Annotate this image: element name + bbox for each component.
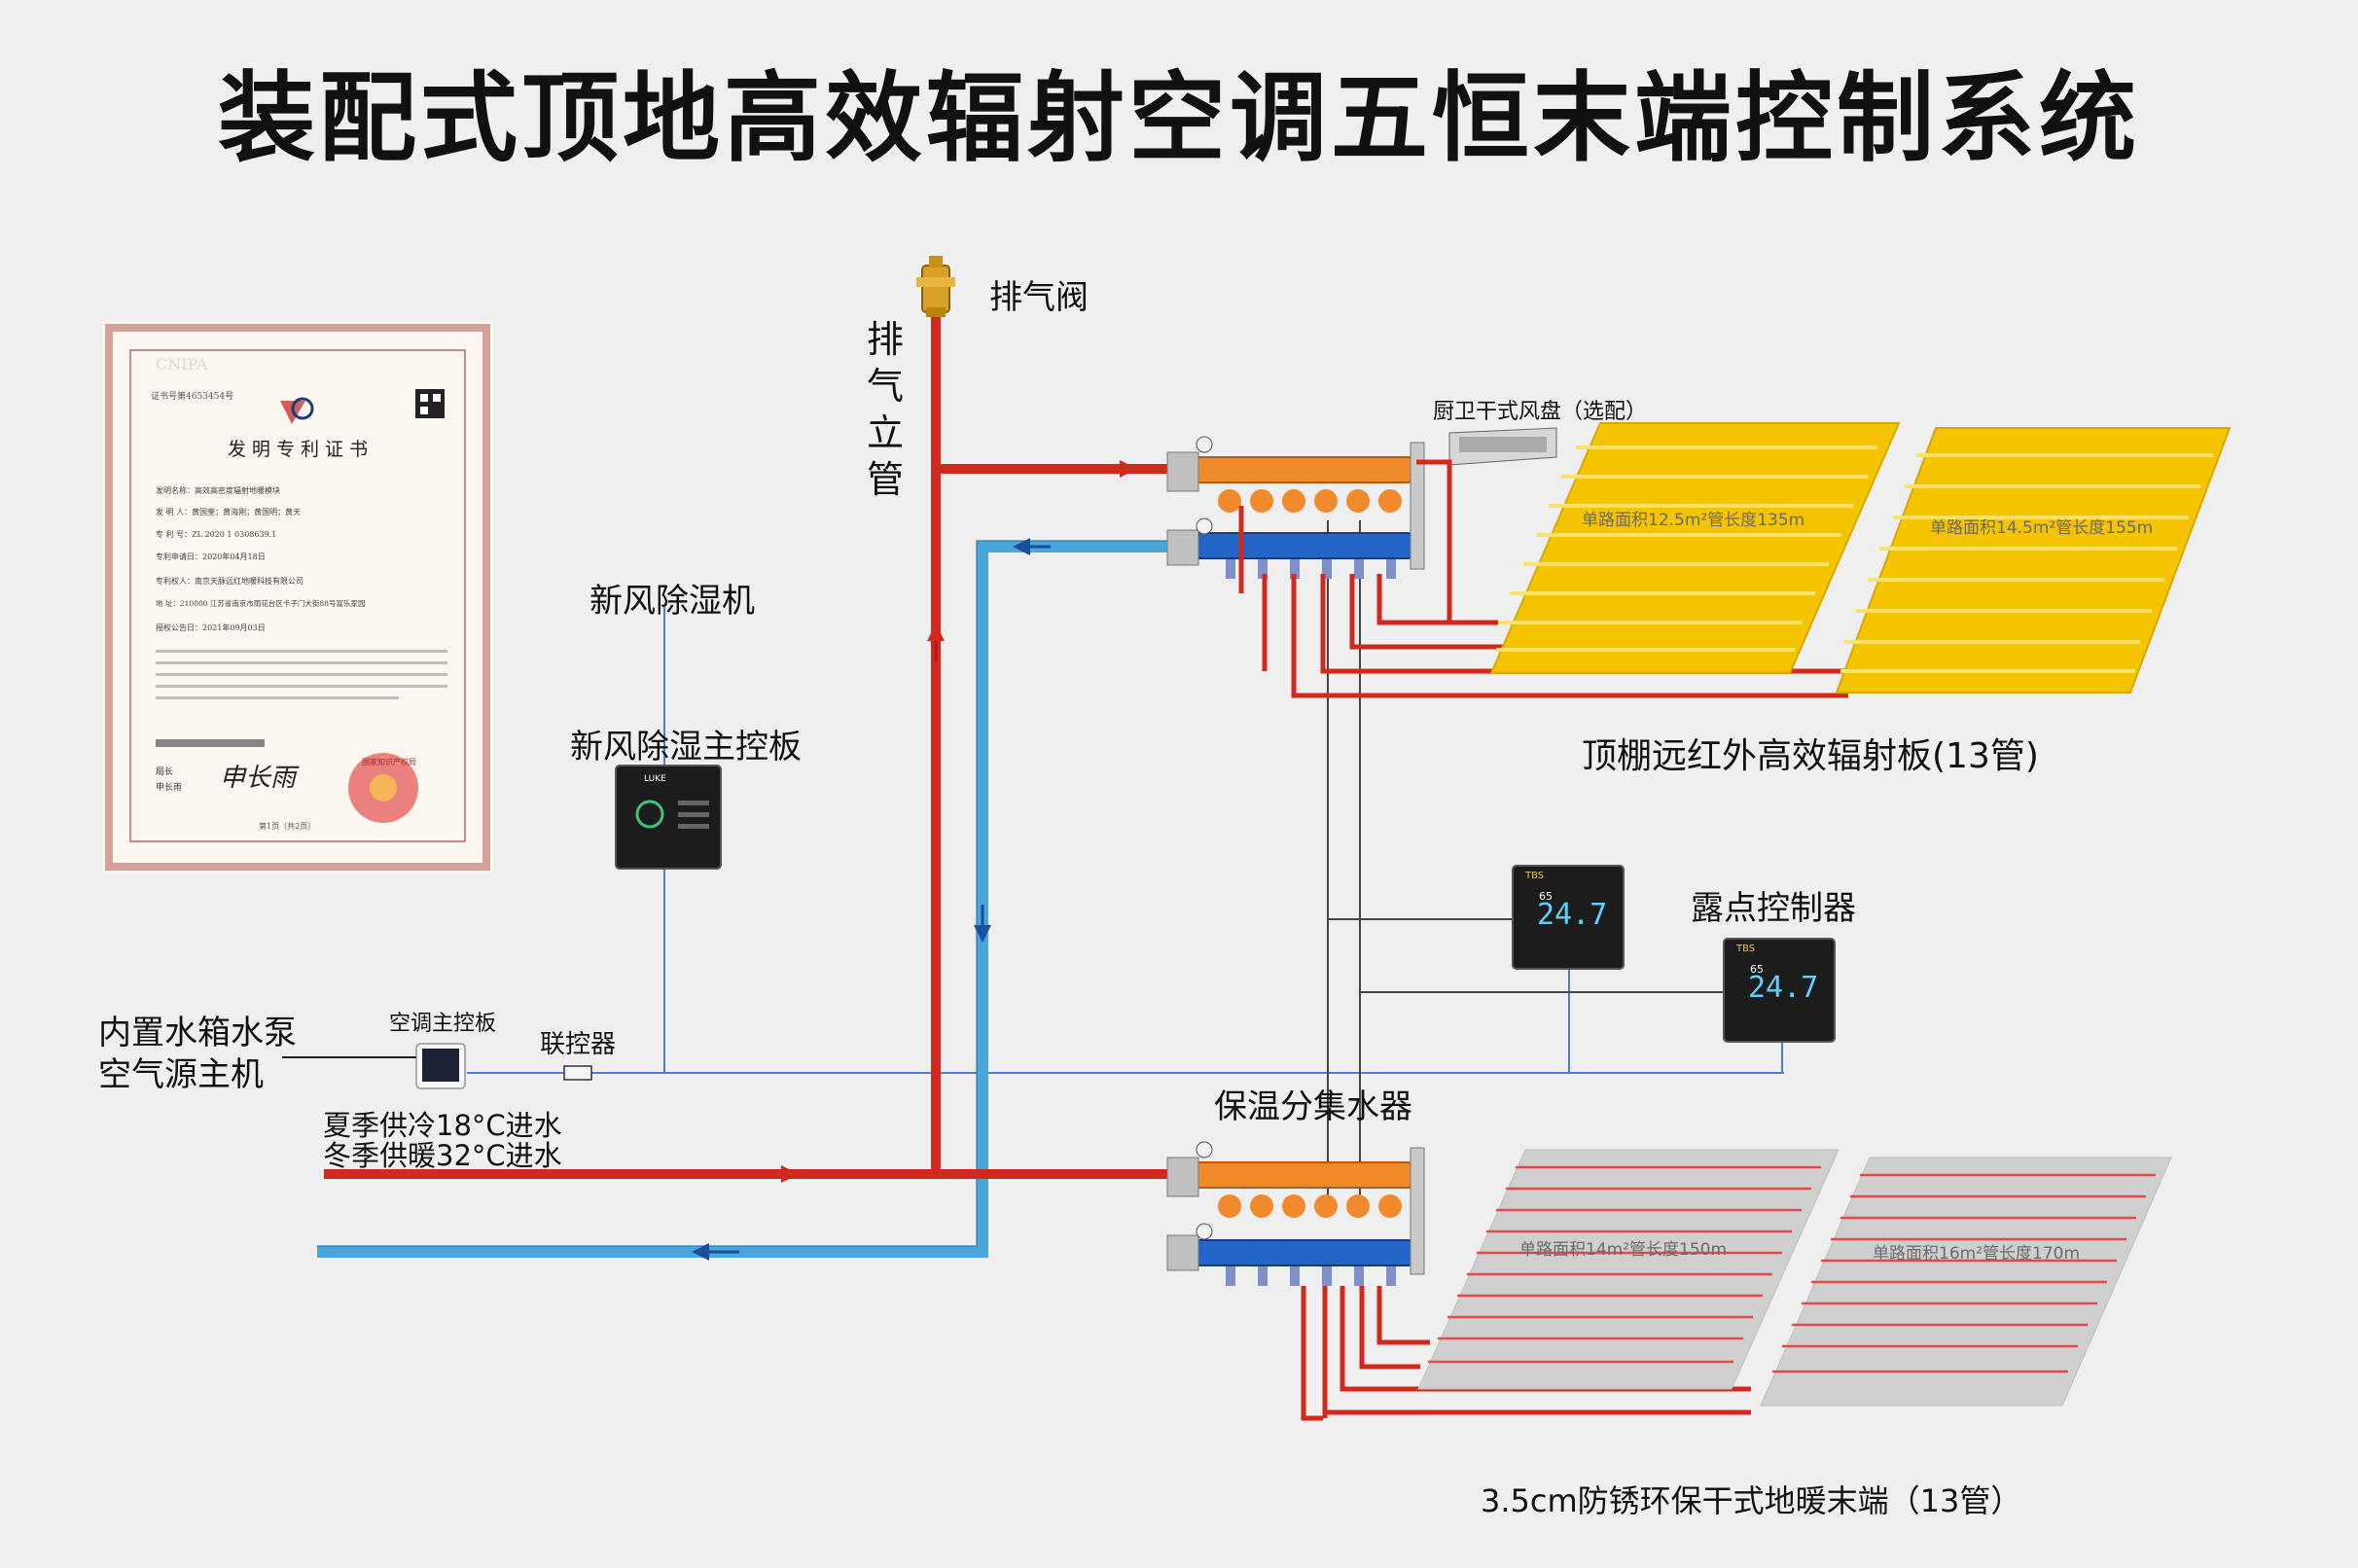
floor-heating-label: 3.5cm防锈环保干式地暖末端（13管）: [1481, 1482, 2022, 1519]
cert-holder: 专利权人：南京天脉远红地暖科技有限公司: [156, 576, 304, 586]
cert-watermark: CNIPA: [156, 355, 208, 374]
svg-text:LUKE: LUKE: [644, 774, 666, 784]
cert-invention: 发明名称：高效高密度辐射地暖模块: [156, 485, 280, 495]
floor-panel-1-label: 单路面积14m²管长度150m: [1519, 1240, 1727, 1260]
return-pipes: [317, 541, 1170, 1258]
heat-source-line2: 空气源主机: [98, 1055, 264, 1094]
insulated-manifold-label: 保温分集水器: [1214, 1087, 1412, 1126]
fresh-air-panel-device: LUKE: [615, 765, 722, 870]
svg-text:TBS: TBS: [1735, 944, 1755, 954]
winter-supply-label: 冬季供暖32°C进水: [323, 1139, 562, 1172]
thermostat-2: TBS 24.7 65: [1723, 938, 1836, 1043]
cert-sign-title1: 局长: [156, 766, 173, 777]
svg-text:65: 65: [1539, 890, 1553, 903]
linker-box: [563, 1065, 592, 1081]
ceiling-panel-1-label: 单路面积12.5m²管长度135m: [1582, 511, 1804, 530]
ceiling-panels-label: 顶棚远红外高效辐射板(13管): [1582, 736, 2039, 776]
svg-text:24.7: 24.7: [1537, 898, 1607, 932]
cert-address: 地 址：210000 江苏省南京市雨花台区卡子门大街88号富乐家园: [156, 598, 365, 608]
fresh-air-panel-label: 新风除湿主控板: [570, 728, 802, 766]
cert-page: 第1页（共2页）: [259, 821, 315, 831]
patent-certificate: [102, 321, 493, 873]
cert-grant-date: 授权公告日：2021年09月03日: [156, 623, 266, 632]
heat-source-line1: 内置水箱水泵: [98, 1014, 297, 1052]
exhaust-valve-icon: [916, 256, 955, 317]
cert-signature: 申长雨: [220, 764, 300, 793]
thermostat-1: TBS 24.7 65: [1512, 865, 1625, 970]
exhaust-riser-label: 排气立管: [866, 318, 904, 501]
fresh-air-dehumidifier-label: 新风除湿机: [590, 582, 755, 621]
kitchen-fancoil-label: 厨卫干式风盘（选配）: [1433, 400, 1648, 424]
floor-panel-2-label: 单路面积16m²管长度170m: [1873, 1244, 2080, 1264]
cert-inventor: 发 明 人：黄国奎；黄海刚；黄国明；黄天: [156, 507, 301, 517]
cert-number: 证书号第4653454号: [151, 390, 233, 402]
floor-panel-2: [1760, 1157, 2172, 1407]
linker-label: 联控器: [540, 1030, 617, 1059]
ceiling-panel-2: [1835, 427, 2232, 694]
cert-filing-date: 专利申请日：2020年04月18日: [156, 552, 266, 561]
page-title: 装配式顶地高效辐射空调五恒末端控制系统: [218, 61, 2140, 175]
ac-controller-device: [415, 1043, 466, 1089]
control-wires: [1327, 520, 1724, 1198]
dew-point-controller-label: 露点控制器: [1691, 889, 1856, 928]
exhaust-valve-label: 排气阀: [989, 278, 1089, 317]
ceiling-panel-1: [1489, 422, 1901, 674]
floor-panel-1: [1417, 1149, 1840, 1390]
ceiling-panel-2-label: 单路面积14.5m²管长度155m: [1930, 518, 2153, 538]
cert-patent-no: 专 利 号：ZL 2020 1 0308639.1: [156, 529, 276, 539]
fancoil-icon: [1448, 427, 1557, 466]
svg-text:65: 65: [1750, 963, 1764, 976]
summer-supply-label: 夏季供冷18°C进水: [323, 1109, 562, 1142]
lower-manifold: [1166, 1141, 1425, 1286]
cert-sign-title2: 申长雨: [156, 781, 182, 793]
ac-main-controller-label: 空调主控板: [389, 1012, 497, 1036]
upper-manifold: [1166, 436, 1425, 579]
svg-text:24.7: 24.7: [1748, 971, 1818, 1005]
svg-text:TBS: TBS: [1524, 871, 1544, 881]
cert-seal: 国家知识产权局: [362, 757, 416, 766]
cert-heading: 发 明 专 利 证 书: [228, 439, 368, 460]
